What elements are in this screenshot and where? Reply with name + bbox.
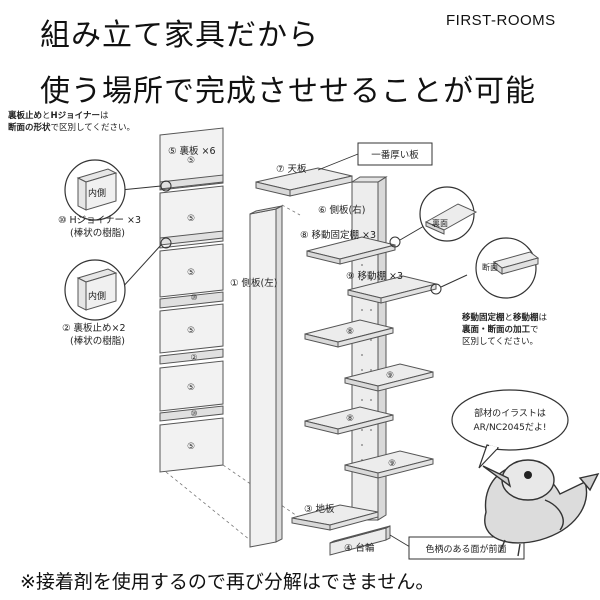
speech-line-2: AR/NC2045だよ! (474, 422, 547, 433)
note-term: 裏面・断面の加工 (462, 325, 531, 335)
note-text: は (538, 313, 548, 323)
fixed-shelf (306, 236, 396, 265)
back-panel: ⑤ (159, 360, 224, 412)
note-text: と (42, 111, 51, 121)
joiner-mark: ⑩ (190, 293, 197, 302)
back-panel-mark: ⑤ (187, 442, 195, 452)
joiner-strip (159, 230, 224, 246)
side-panel-left (249, 205, 283, 548)
note-text: で区別してください。 (50, 123, 136, 133)
callout-thickest-label: 一番厚い板 (371, 149, 419, 161)
label-bottom-panel: ③ 地板 (304, 503, 335, 515)
back-panel-mark: ⑤ (187, 326, 195, 336)
shelf-stack: ⑧ ⑨ ⑧ ⑨ (291, 236, 437, 531)
joiner-mark: ⑩ (190, 409, 197, 418)
back-panel: ⑤ (159, 243, 224, 298)
note-text: は (99, 111, 109, 121)
headline-line-1: 組み立て家具だから (40, 18, 319, 53)
detail-pointers (120, 180, 468, 295)
top-panel (255, 167, 353, 197)
joiner-strip: ⑩ (159, 291, 224, 309)
note-text: と (504, 313, 514, 323)
label-side-right: ⑥ 側板(右) (318, 204, 365, 216)
label-back-stop-sub: (棒状の樹脂) (70, 335, 125, 347)
note-term: 裏板止め (8, 111, 43, 121)
brand-name: FIRST-ROOMS (446, 12, 556, 29)
assembly-guides (165, 204, 301, 541)
footer-warning: ※接着剤を使用するので再び分解はできません。 (20, 571, 435, 593)
shelf-mark: ⑧ (346, 327, 354, 337)
back-panel-column: ⑤ ⑤ ⑤ ⑩ ⑤ (159, 127, 224, 473)
stop-strip: ② (159, 348, 224, 365)
plinth (329, 525, 391, 556)
shelf-mark: ⑧ (346, 414, 354, 424)
bottom-panel (291, 504, 379, 531)
callout-thickest: 一番厚い板 (317, 142, 433, 171)
side-panel-right (350, 176, 388, 521)
stop-mark: ② (190, 353, 197, 362)
note-term: 移動固定棚 (462, 313, 505, 323)
h-joiner-inner-label: 内側 (88, 187, 106, 199)
label-side-left: ① 側板(左) (230, 277, 277, 289)
label-movable-shelf: ⑨ 移動棚 ×3 (346, 270, 403, 282)
label-fixed-shelf: ⑧ 移動固定棚 ×3 (300, 229, 376, 241)
back-panel: ⑤ (159, 417, 224, 473)
note-term: 断面の形状 (8, 123, 51, 133)
speech-bubble: 部材のイラストは AR/NC2045だよ! (451, 389, 569, 469)
back-panel: ⑤ (159, 127, 224, 191)
fixed-shelf: ⑧ (304, 406, 394, 435)
movable-shelf: ⑨ (344, 450, 434, 479)
note-term: 移動棚 (513, 313, 539, 323)
back-stop-detail: 内側 (64, 259, 126, 321)
back-face-label: 裏面 (432, 218, 448, 228)
callout-front-face: 色柄のある面が前面 (389, 534, 525, 560)
callout-front-label: 色柄のある面が前面 (425, 543, 506, 555)
cross-section-label: 断面 (482, 262, 498, 272)
part-labels: ⑤ 裏板 ×6 ⑦ 天板 ⑥ 側板(右) ⑧ 移動固定棚 ×3 ⑨ 移動棚 ×3… (58, 145, 403, 554)
joiner-strip (159, 174, 224, 190)
speech-line-1: 部材のイラストは (474, 407, 546, 419)
label-top-panel: ⑦ 天板 (276, 163, 307, 175)
movable-shelf (347, 275, 437, 304)
bird-mascot-icon (482, 459, 600, 557)
back-part-note: 裏板止めとHジョイナーは 断面の形状で区別してください。 (8, 110, 135, 134)
note-text: で (530, 325, 539, 335)
movable-shelf: ⑨ (344, 363, 434, 392)
shelf-mark: ⑨ (388, 459, 396, 469)
label-h-joiner-sub: (棒状の樹脂) (70, 227, 125, 239)
label-plinth: ④ 台輪 (344, 542, 375, 554)
label-h-joiner: ⑩ Hジョイナー ×3 (58, 215, 141, 226)
joiner-strip: ⑩ (159, 405, 224, 422)
shelf-note: 移動固定棚と移動棚は 裏面・断面の加工で 区別してください。 (462, 312, 547, 348)
back-face-detail: 裏面 (419, 186, 478, 242)
label-back-stop: ② 裏板止め×2 (62, 322, 126, 334)
back-panel: ⑤ (159, 303, 224, 354)
back-panel-mark: ⑤ (187, 214, 195, 224)
cross-section-detail: 断面 (475, 237, 540, 299)
fixed-shelf: ⑧ (304, 319, 394, 348)
back-panel-mark: ⑤ (187, 383, 195, 393)
headline-line-2: 使う場所で完成させせることが可能 (40, 74, 536, 109)
shelf-mark: ⑨ (386, 371, 394, 381)
h-joiner-detail: 内側 (64, 159, 126, 221)
back-stop-inner-label: 内側 (88, 290, 106, 302)
note-term: Hジョイナー (50, 111, 100, 121)
label-back-panels: ⑤ 裏板 ×6 (168, 145, 216, 157)
back-panel-mark: ⑤ (187, 156, 195, 166)
note-text: 区別してください。 (462, 337, 538, 347)
back-panel-mark: ⑤ (187, 268, 195, 278)
